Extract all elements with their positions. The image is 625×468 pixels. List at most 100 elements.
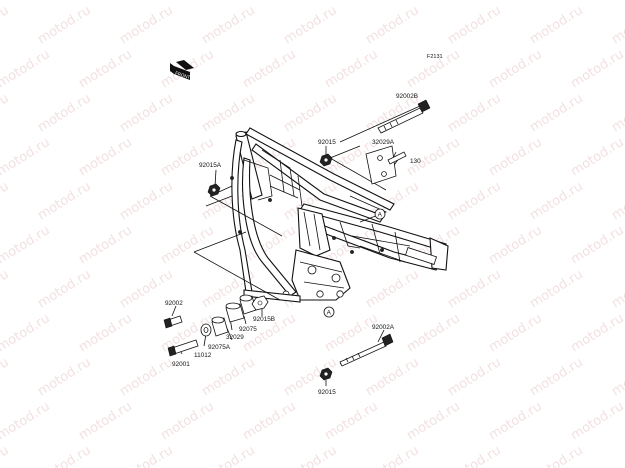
label-32029a: 32029A [372,139,395,146]
watermark-text: motod.ru [0,399,53,443]
watermark-text: motod.ru [445,3,504,47]
watermark-text: motod.ru [363,443,422,468]
watermark-text: motod.ru [76,223,135,267]
watermark-text: motod.ru [568,47,625,91]
front-icon-label: FRONT [175,70,192,80]
watermark-text: motod.ru [404,311,463,355]
watermark-text: motod.ru [0,311,53,355]
watermark-text: motod.ru [240,399,299,443]
watermark-text: motod.ru [609,443,625,468]
watermark-text: motod.ru [404,399,463,443]
bolt-92002b [377,99,431,134]
watermark-text: motod.ru [527,443,586,468]
bracket-32029a [365,145,397,185]
watermark-text: motod.ru [117,91,176,135]
watermark-text: motod.ru [568,311,625,355]
label-92015-bottom: 92015 [318,389,336,396]
watermark-text: motod.ru [322,47,381,91]
watermark-text: motod.ru [199,443,258,468]
watermark-text: motod.ru [35,267,94,311]
bracket-32029 [225,302,245,323]
nut-92015-bottom [319,367,333,381]
watermark-text: motod.ru [568,223,625,267]
watermark-text: motod.ru [486,223,545,267]
watermark-text: motod.ru [445,355,504,399]
watermark-text: motod.ru [486,399,545,443]
figure-code: F2131 [427,54,443,60]
watermark-text: motod.ru [445,443,504,468]
watermark-text: motod.ru [445,179,504,223]
label-92075a: 92075A [208,344,231,351]
watermark-text: motod.ru [0,91,12,135]
watermark-text: motod.ru [117,3,176,47]
watermark-text: motod.ru [527,179,586,223]
watermark-text: motod.ru [486,47,545,91]
label-92015b: 92015B [253,316,275,323]
label-92001: 92001 [172,361,190,368]
motorcycle-frame [230,127,449,303]
watermark-text: motod.ru [609,179,625,223]
watermark-text: motod.ru [0,267,12,311]
nut-92015b [251,295,269,311]
label-11012: 11012 [194,352,212,359]
watermark-text: motod.ru [35,3,94,47]
watermark-text: motod.ru [281,443,340,468]
watermark-text: motod.ru [527,3,586,47]
watermark-text: motod.ru [322,399,381,443]
watermark-text: motod.ru [486,135,545,179]
bolt-92001 [167,339,199,357]
watermark-text: motod.ru [486,311,545,355]
label-130: 130 [410,158,421,165]
watermark-text: motod.ru [158,223,217,267]
watermark-text: motod.ru [527,267,586,311]
watermark-text: motod.ru [363,355,422,399]
watermark-text: motod.ru [0,0,53,3]
watermark-text: motod.ru [445,267,504,311]
watermark-text: motod.ru [35,91,94,135]
watermark-text: motod.ru [609,91,625,135]
callout-a-upper-letter: A [378,212,383,219]
collar-92075a [211,316,229,337]
watermark-text: motod.ru [527,355,586,399]
watermark-text: motod.ru [0,179,12,223]
part-labels: 92002B 92015 32029A 130 92015A 92002 920… [165,93,421,396]
watermark-text: motod.ru [240,47,299,91]
watermark-text: motod.ru [76,399,135,443]
label-92015-top: 92015 [318,139,336,146]
label-92015a: 92015A [199,162,222,169]
bolt-92002 [163,315,183,329]
collar-92075 [239,294,257,315]
watermark-text: motod.ru [158,399,217,443]
label-92075: 92075 [239,326,257,333]
watermark-text: motod.ru [363,3,422,47]
bolt-92002a [339,333,394,367]
watermark-text: motod.ru [76,311,135,355]
watermark-text: motod.ru [363,267,422,311]
label-92002a: 92002A [372,324,395,331]
callout-a: A [323,306,335,318]
watermark-text: motod.ru [199,3,258,47]
watermark-text: motod.ru [281,91,340,135]
watermark-text: motod.ru [76,135,135,179]
label-32029: 32029 [226,334,244,341]
label-92002b: 92002B [396,93,418,100]
watermark-text: motod.ru [117,443,176,468]
watermark-text: motod.ru [158,135,217,179]
nut-92015a [207,183,221,197]
watermark-text: motod.ru [568,399,625,443]
watermark-text: motod.ru [568,135,625,179]
watermark-text: motod.ru [117,179,176,223]
watermark-text: motod.ru [35,355,94,399]
watermark-text: motod.ru [0,47,53,91]
watermark-text: motod.ru [281,3,340,47]
hardware-parts [163,99,431,381]
front-direction-icon: FRONT [170,60,194,80]
watermark-text: motod.ru [0,3,12,47]
watermark-text: motod.ru [609,355,625,399]
watermark-text: motod.ru [35,443,94,468]
watermark-text: motod.ru [0,135,53,179]
bolt-130 [387,151,407,165]
callout-a-upper: A [374,208,386,220]
